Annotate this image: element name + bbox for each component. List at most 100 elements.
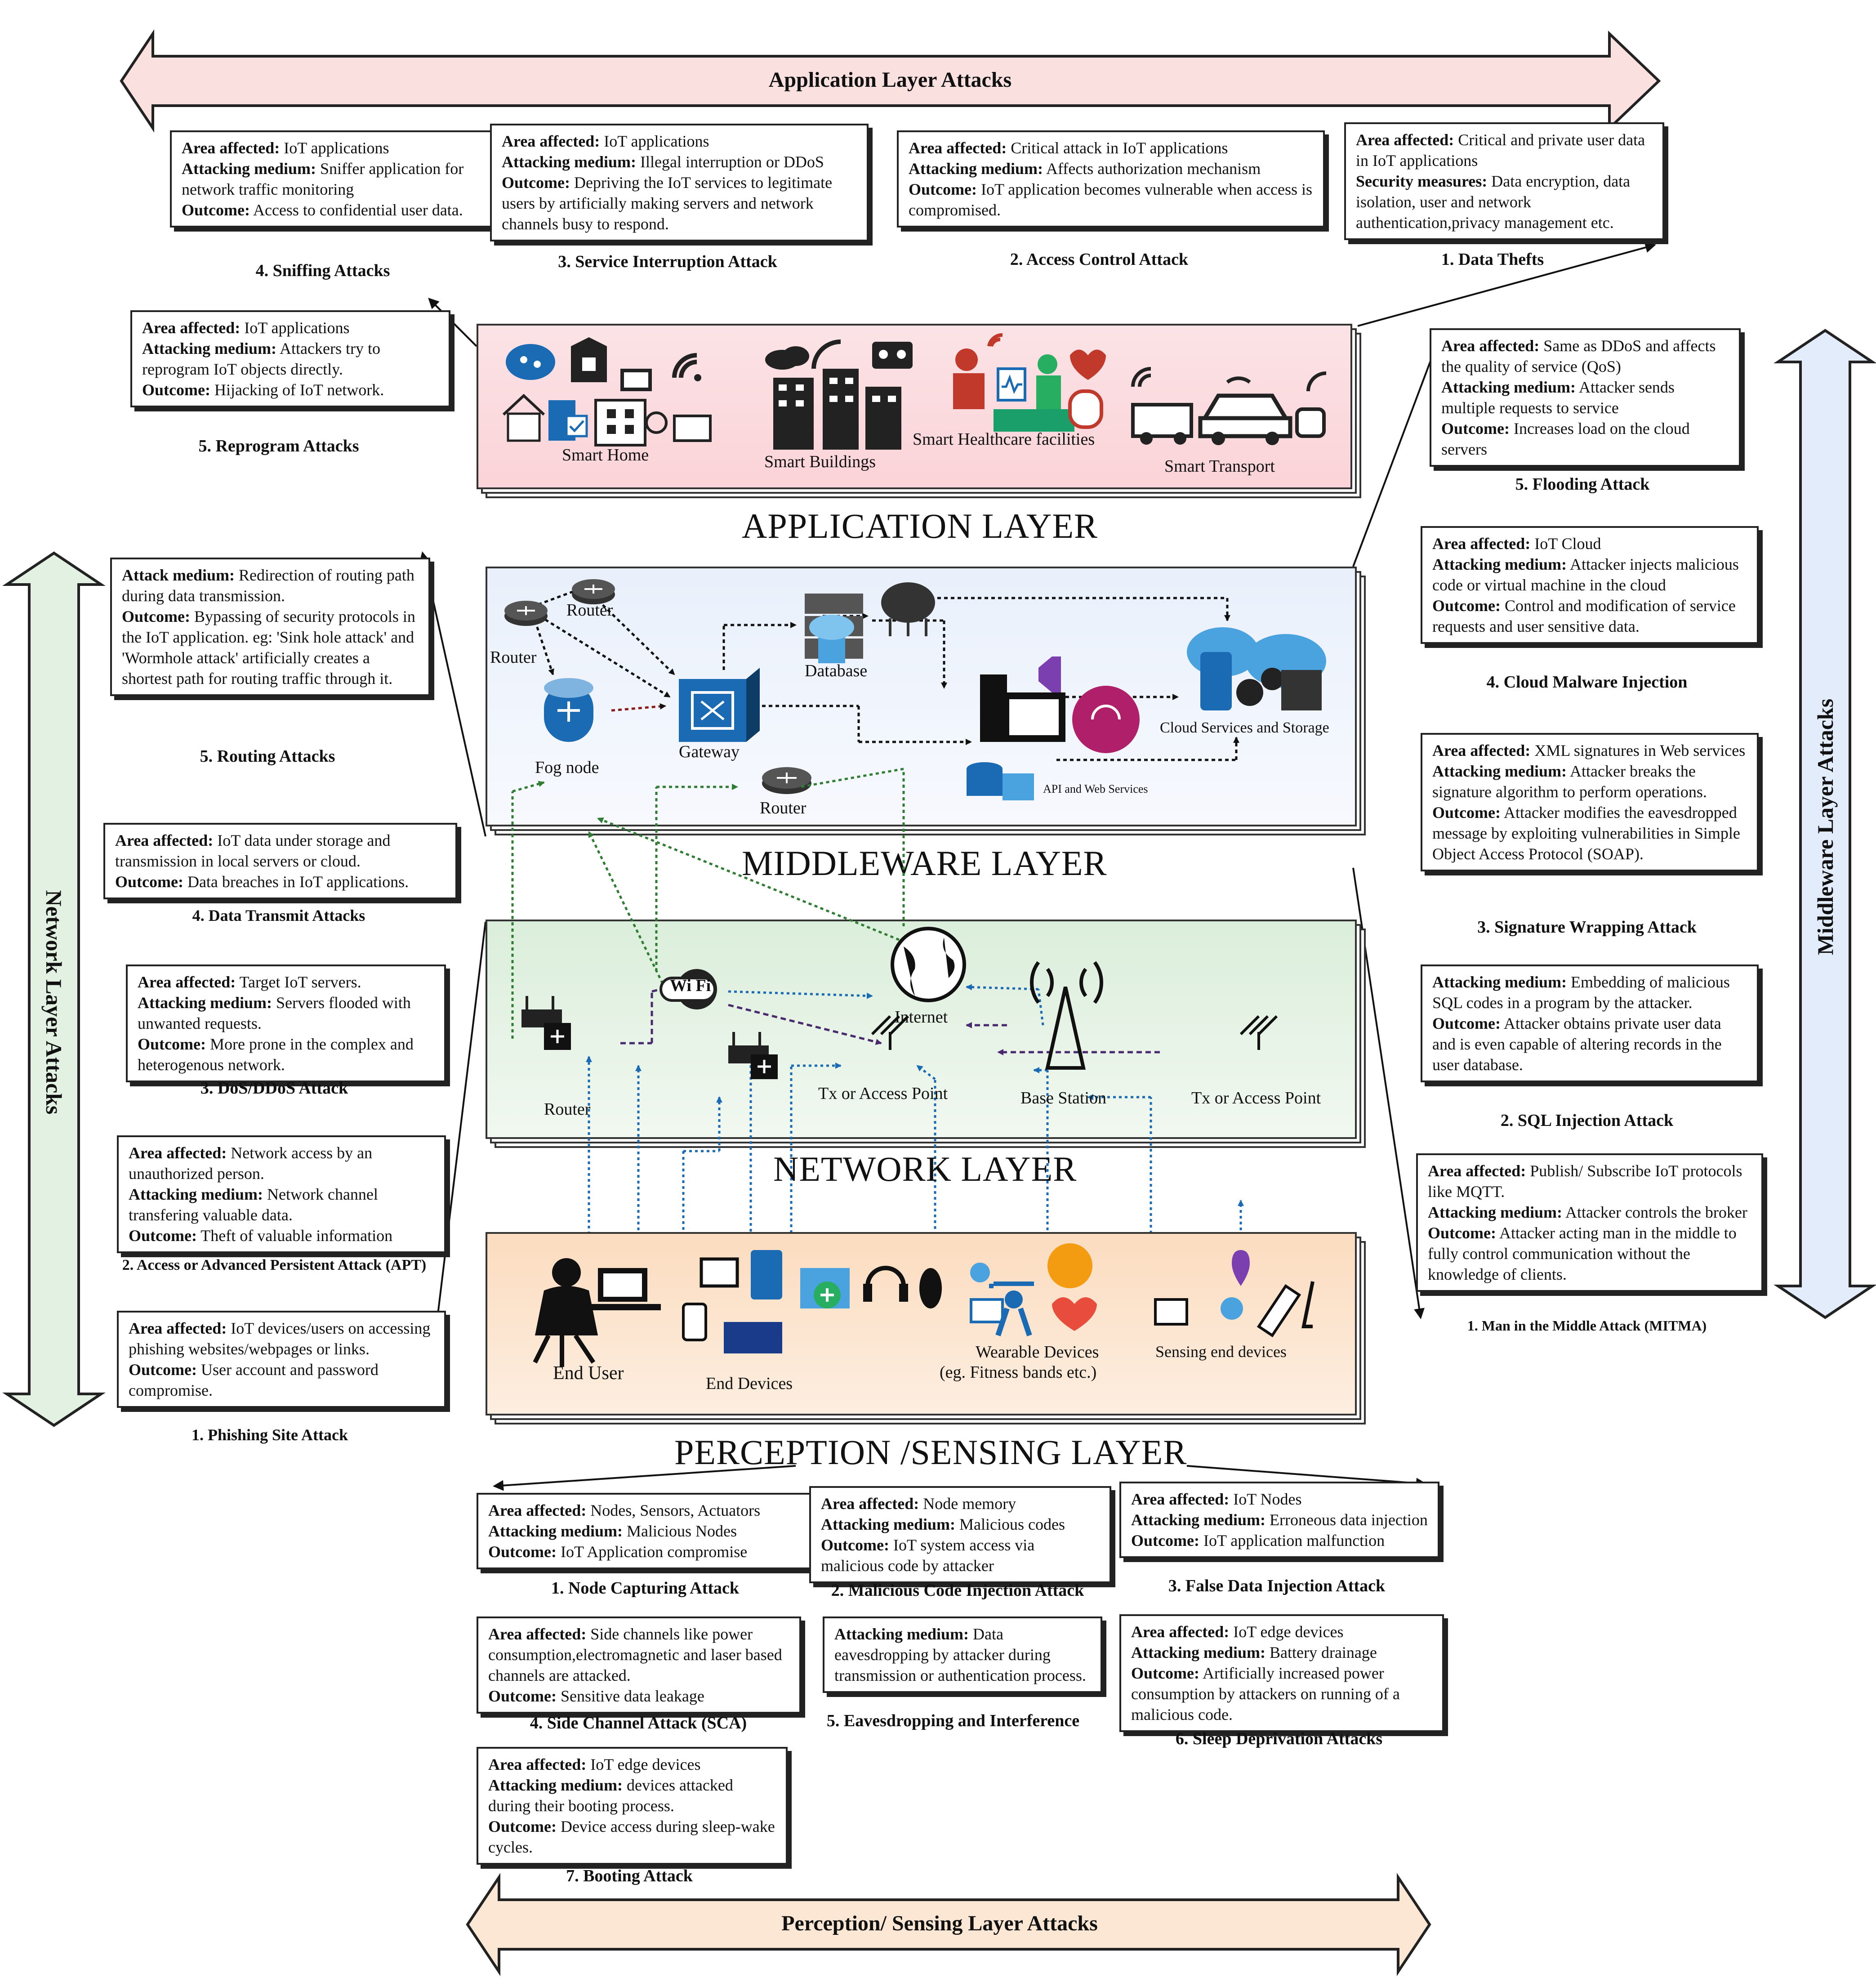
attack-detail-value: Critical attack in IoT applications — [1007, 139, 1228, 157]
attack-detail-value: Sensitive data leakage — [556, 1687, 704, 1705]
attack-detail-row: Outcome: Attacker modifies the eavesdrop… — [1432, 802, 1747, 864]
base-station-icon — [1030, 961, 1103, 1070]
server-icon — [967, 656, 1140, 800]
mw-router-1-label: Router — [490, 648, 537, 667]
attack-detail-value: Attacker injects malicious code or virtu… — [1432, 555, 1739, 594]
attack-detail-key: Area affected: — [1131, 1490, 1230, 1508]
per-attack-node-capturing: Area affected: Nodes, Sensors, Actuators… — [477, 1493, 815, 1569]
attack-detail-key: Area affected: — [1432, 535, 1531, 553]
smart-buildings-label: Smart Buildings — [764, 452, 876, 471]
attack-detail-value: IoT applications — [280, 139, 389, 157]
net-wifi-label: Wi Fi — [670, 976, 711, 995]
attack-detail-row: Outcome: Device access during sleep-wake… — [488, 1816, 776, 1858]
attack-detail-value: Malicious codes — [955, 1515, 1065, 1533]
wearable-devices-icon — [970, 1243, 1097, 1336]
wifi-icon — [659, 969, 717, 1009]
attack-detail-value: More prone in the complex and heterogeno… — [138, 1035, 414, 1074]
application-layer-panel: Smart Home Smart Buildings Smart Healthc… — [477, 324, 1361, 498]
attack-detail-key: Attacking medium: — [488, 1522, 623, 1540]
attack-detail-key: Outcome: — [1131, 1532, 1199, 1549]
attack-detail-row: Outcome: IoT application malfunction — [1131, 1530, 1428, 1551]
attack-detail-row: Area affected: IoT Cloud — [1432, 533, 1747, 554]
attack-detail-row: Area affected: Publish/ Subscribe IoT pr… — [1428, 1161, 1751, 1202]
attack-detail-value: IoT application becomes vulnerable when … — [909, 180, 1313, 219]
mw-attack-mitma: Area affected: Publish/ Subscribe IoT pr… — [1416, 1153, 1763, 1292]
attack-detail-row: Area affected: IoT devices/users on acce… — [129, 1318, 434, 1359]
attack-detail-row: Attacking medium: Affects authorization … — [909, 158, 1313, 179]
attack-detail-value: Increases load on the cloud servers — [1441, 420, 1690, 458]
attack-detail-key: Outcome: — [1131, 1664, 1199, 1682]
attack-detail-value: Attacker sends multiple requests to serv… — [1441, 378, 1675, 417]
attack-detail-row: Attacking medium: Illegal interruption o… — [502, 152, 857, 172]
mw-attack-sql-injection: Attacking medium: Embedding of malicious… — [1421, 964, 1759, 1082]
attack-detail-row: Attacking medium: Attacker controls the … — [1428, 1202, 1751, 1223]
attack-detail-row: Attacking medium: Erroneous data injecti… — [1131, 1509, 1428, 1530]
net-attack-routing: Attack medium: Redirection of routing pa… — [110, 558, 430, 696]
attack-detail-value: Attacker controls the broker — [1562, 1203, 1747, 1221]
attack-detail-key: Outcome: — [488, 1543, 557, 1561]
net-attack-apt: Area affected: Network access by an unau… — [117, 1135, 446, 1253]
per-attack-eavesdropping-caption: 5. Eavesdropping and Interference — [826, 1711, 1080, 1730]
attack-detail-key: Outcome: — [129, 1227, 197, 1245]
app-attack-sniffing-caption: 4. Sniffing Attacks — [255, 261, 390, 280]
access-point-icon — [871, 1015, 909, 1050]
attack-detail-key: Attacking medium: — [142, 339, 276, 357]
attack-detail-row: Attacking medium: Attacker sends multipl… — [1441, 377, 1729, 418]
attack-detail-row: Attacking medium: Sniffer application fo… — [182, 158, 487, 200]
attack-detail-value: Sniffer application for network traffic … — [182, 160, 464, 198]
attack-detail-value: IoT edge devices — [586, 1755, 701, 1773]
attack-detail-value: Target IoT servers. — [236, 973, 361, 991]
net-attack-phishing: Area affected: IoT devices/users on acce… — [117, 1311, 446, 1408]
attack-detail-value: Publish/ Subscribe IoT protocols like MQ… — [1428, 1162, 1742, 1201]
net-attack-data-transmit: Area affected: IoT data under storage an… — [103, 823, 457, 899]
attack-detail-value: Device access during sleep-wake cycles. — [488, 1817, 775, 1856]
app-attack-reprogram-caption: 5. Reprogram Attacks — [198, 437, 359, 455]
end-user-icon — [533, 1258, 661, 1367]
attack-detail-row: Area affected: Node memory — [821, 1493, 1100, 1514]
attack-detail-value: Attacker obtains private user data and i… — [1432, 1014, 1722, 1074]
mw-attack-signature-wrapping-caption: 3. Signature Wrapping Attack — [1477, 918, 1697, 937]
attack-detail-key: Attacking medium: — [1432, 555, 1567, 573]
database-icon — [805, 582, 935, 663]
attack-detail-row: Outcome: More prone in the complex and h… — [138, 1034, 434, 1075]
router-icon — [762, 767, 811, 794]
attack-detail-row: Attacking medium: Malicious codes — [821, 1514, 1100, 1535]
attack-detail-row: Outcome: IoT Application compromise — [488, 1541, 803, 1562]
network-banner-arrow — [2, 551, 106, 1427]
mw-cloud-label: Cloud Services and Storage — [1160, 719, 1329, 736]
attack-detail-value: Critical and private user data in IoT ap… — [1356, 131, 1645, 170]
attack-detail-row: Attacking medium: Battery drainage — [1131, 1642, 1432, 1663]
attack-detail-key: Outcome: — [1441, 420, 1510, 438]
middleware-network-diagram — [504, 579, 1326, 800]
per-attack-node-capturing-caption: 1. Node Capturing Attack — [551, 1579, 740, 1598]
mw-attack-flooding-caption: 5. Flooding Attack — [1515, 475, 1650, 494]
attack-detail-value: IoT system access via malicious code by … — [821, 1536, 1035, 1575]
attack-detail-row: Outcome: Control and modification of ser… — [1432, 595, 1747, 637]
attack-detail-row: Outcome: IoT application becomes vulnera… — [909, 179, 1313, 220]
smart-home-icon — [502, 337, 712, 447]
attack-detail-key: Attacking medium: — [834, 1625, 969, 1643]
headphones-icon — [863, 1266, 942, 1308]
attack-detail-key: Outcome: — [1432, 1014, 1501, 1032]
net-attack-apt-caption: 2. Access or Advanced Persistent Attack … — [122, 1257, 427, 1273]
attack-detail-key: Area affected: — [909, 139, 1007, 157]
per-attack-sleep-deprivation-caption: 6. Sleep Deprivation Attacks — [1175, 1729, 1383, 1748]
net-tx-1-label: Tx or Access Point — [818, 1084, 948, 1103]
net-attack-routing-caption: 5. Routing Attacks — [200, 747, 335, 766]
attack-detail-value: Malicious Nodes — [623, 1522, 737, 1540]
attack-detail-key: Area affected: — [1432, 741, 1531, 759]
smart-home-label: Smart Home — [562, 446, 649, 464]
attack-detail-value: Erroneous data injection — [1266, 1511, 1428, 1529]
per-end-user-label: End User — [553, 1363, 624, 1384]
attack-detail-row: Attacking medium: Malicious Nodes — [488, 1521, 803, 1541]
attack-detail-value: Network access by an unauthorized person… — [129, 1144, 373, 1183]
attack-detail-key: Outcome: — [138, 1035, 206, 1053]
app-attack-data-thefts: Area affected: Critical and private user… — [1344, 122, 1664, 240]
attack-detail-row: Attacking medium: Attacker injects malic… — [1432, 554, 1747, 595]
attack-detail-key: Area affected: — [1428, 1162, 1526, 1180]
attack-detail-value: User account and password compromise. — [129, 1361, 379, 1399]
attack-detail-row: Attacking medium: Attacker breaks the si… — [1432, 761, 1747, 802]
